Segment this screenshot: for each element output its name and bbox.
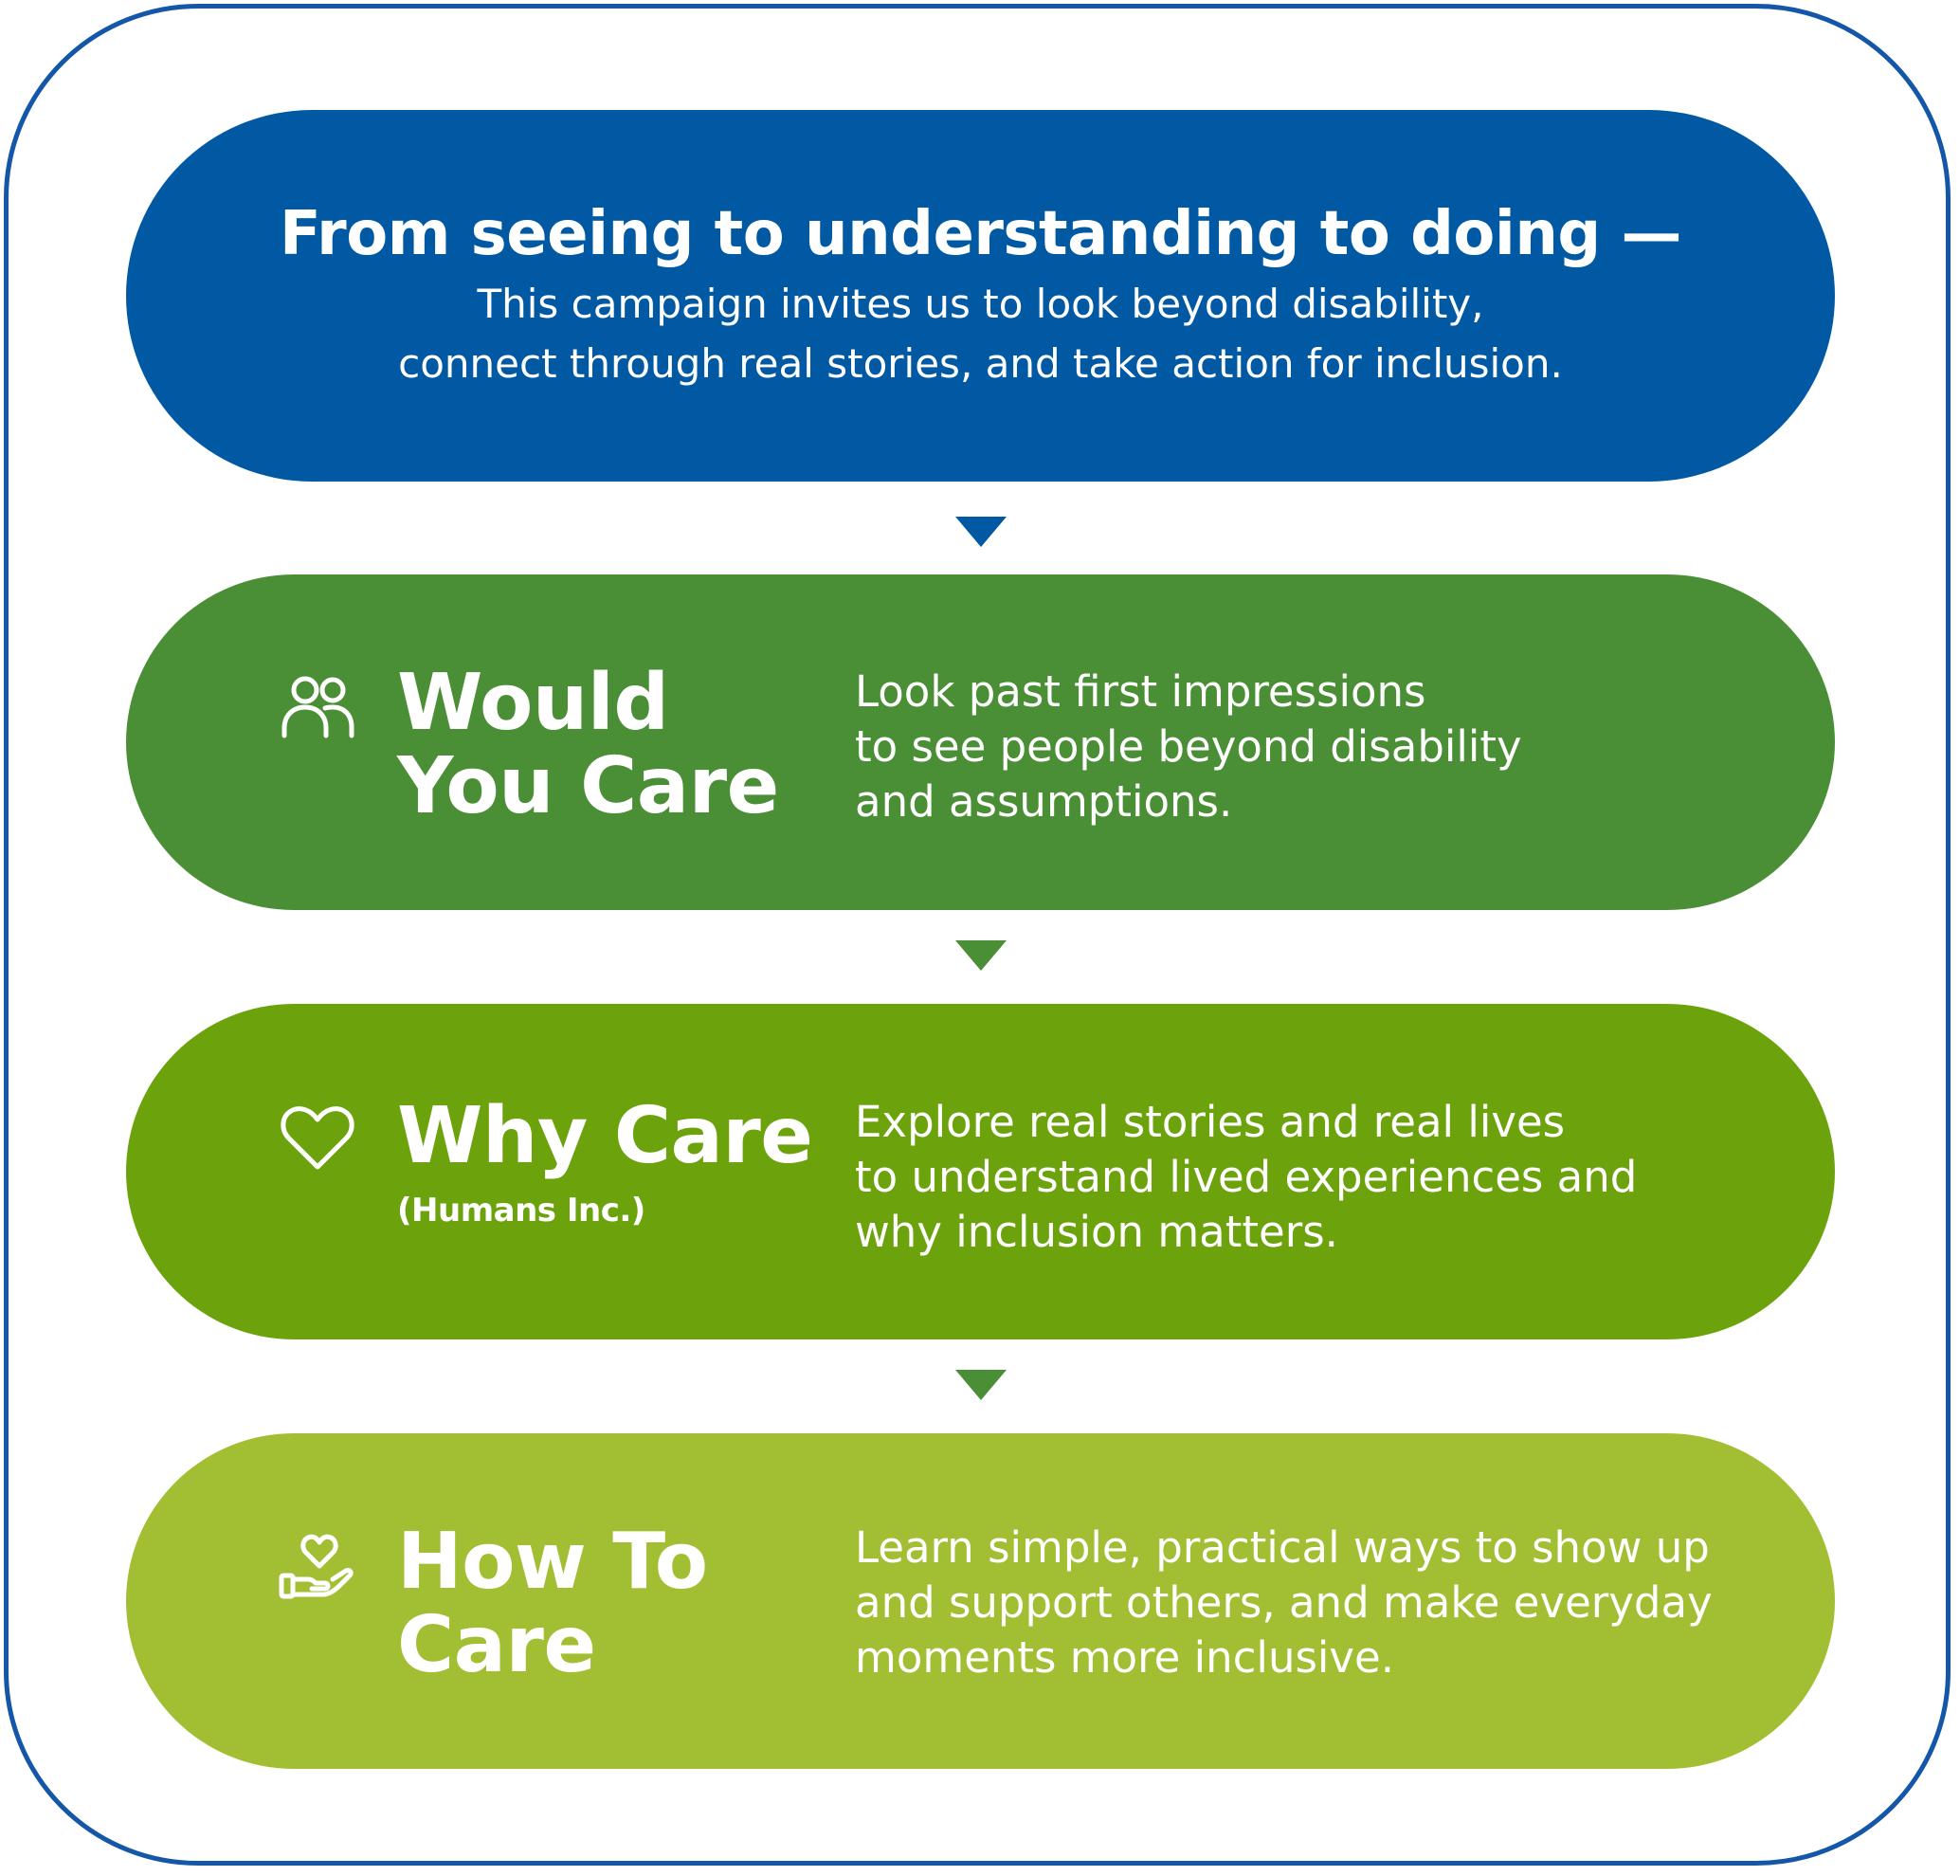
stage-description-line: to see people beyond disability [855, 721, 1522, 772]
down-arrow-icon [955, 1370, 1007, 1400]
stage-description-line: moments more inclusive. [855, 1632, 1395, 1683]
stage-subtitle: (Humans Inc.) [397, 1192, 645, 1229]
stage-description-line: and assumptions. [855, 776, 1233, 827]
stage-description-line: Explore real stories and real lives [855, 1097, 1566, 1147]
stage-how-to-care: How To Care Learn simple, practical ways… [126, 1433, 1835, 1769]
stage-description-line: to understand lived experiences and [855, 1152, 1638, 1202]
stage-description: Explore real stories and real lives to u… [855, 1095, 1637, 1260]
heart-in-hand-icon [278, 1526, 357, 1606]
stage-title: How To Care [397, 1521, 708, 1687]
down-arrow-icon [955, 517, 1007, 547]
people-icon [278, 667, 357, 747]
intro-title: From seeing to understanding to doing — [280, 199, 1681, 269]
outer-frame [4, 4, 1951, 1866]
stage-title-line: Would [397, 658, 669, 748]
stage-title-line: Why Care [397, 1091, 813, 1181]
intro-text-line: This campaign invites us to look beyond … [477, 281, 1484, 327]
intro-text: This campaign invites us to look beyond … [398, 274, 1563, 393]
stage-would-you-care: Would You Care Look past first impressio… [126, 574, 1835, 910]
stage-title: Why Care (Humans Inc.) [397, 1091, 813, 1231]
stage-title-line: How To [397, 1517, 708, 1607]
intro-banner: From seeing to understanding to doing — … [126, 110, 1835, 482]
stage-description-line: why inclusion matters. [855, 1207, 1338, 1257]
intro-text-line: connect through real stories, and take a… [398, 340, 1563, 387]
down-arrow-icon [955, 940, 1007, 971]
stage-description-line: Learn simple, practical ways to show up [855, 1522, 1710, 1573]
stage-description-line: and support others, and make everyday [855, 1577, 1713, 1628]
heart-icon [278, 1099, 357, 1178]
stage-why-care: Why Care (Humans Inc.) Explore real stor… [126, 1004, 1835, 1339]
stage-description-line: Look past first impressions [855, 666, 1426, 717]
stage-title-line: Care [397, 1600, 596, 1690]
stage-description: Learn simple, practical ways to show up … [855, 1521, 1713, 1685]
stage-description: Look past first impressions to see peopl… [855, 665, 1522, 829]
stage-title: Would You Care [397, 662, 779, 829]
stage-title-line: You Care [397, 741, 779, 831]
